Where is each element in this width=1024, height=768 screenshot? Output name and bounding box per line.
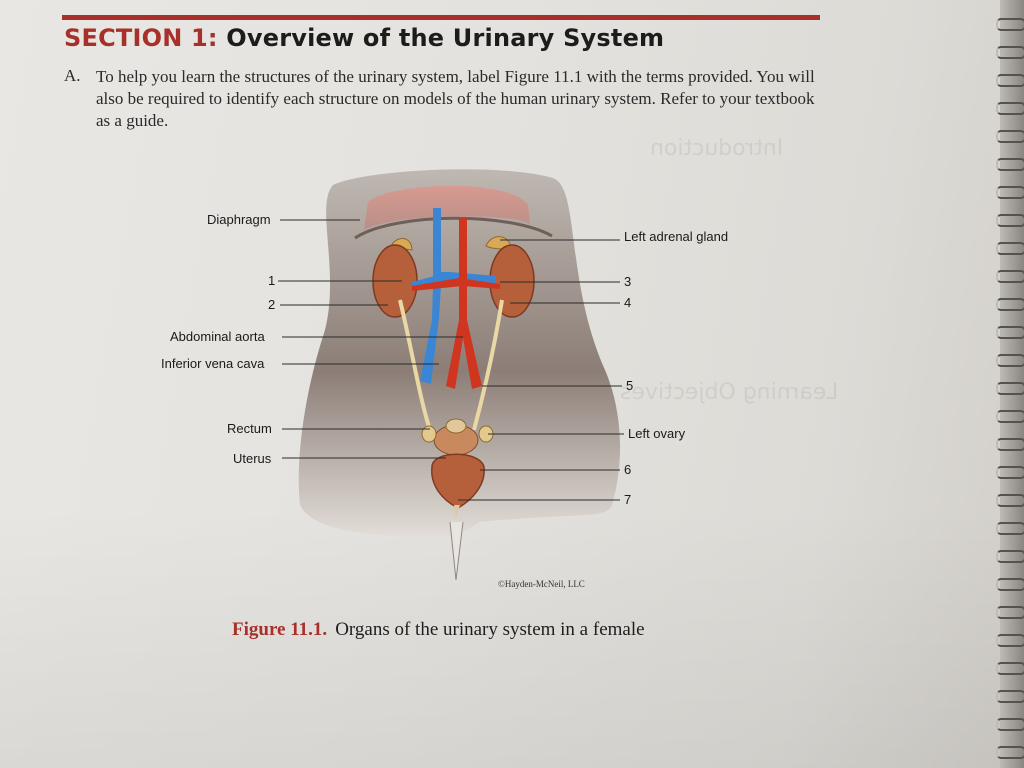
label-inferior-vena-cava: Inferior vena cava	[161, 356, 265, 371]
diaphragm-line	[354, 216, 553, 240]
section-rule	[62, 15, 820, 20]
label-blank-3: 3	[624, 274, 632, 289]
binding-coil	[996, 186, 1024, 199]
section-title: Overview of the Urinary System	[226, 24, 665, 52]
figure-caption: Figure 11.1. Organs of the urinary system…	[232, 619, 645, 641]
left-kidney	[489, 244, 535, 318]
binding-coil	[996, 410, 1024, 423]
binding-coil	[996, 634, 1024, 647]
binding-coil	[996, 74, 1024, 87]
binding-coil	[996, 606, 1024, 619]
left-ureter	[472, 299, 504, 431]
label-diaphragm: Diaphragm	[207, 212, 271, 227]
right-ureter	[398, 299, 432, 431]
binding-coil	[996, 242, 1024, 255]
label-left-ovary: Left ovary	[628, 426, 686, 441]
binding-coil	[996, 718, 1024, 731]
binding-coil	[996, 382, 1024, 395]
urethra	[454, 505, 460, 518]
page-shadow	[0, 508, 1000, 768]
binding-coil	[996, 550, 1024, 563]
binding-coil	[996, 438, 1024, 451]
binding-coil	[996, 18, 1024, 31]
figure-copyright: ©Hayden-McNeil, LLC	[498, 579, 585, 589]
label-uterus: Uterus	[233, 451, 272, 466]
binding-coil	[996, 46, 1024, 59]
urinary-system-figure: Diaphragm Left adrenal gland 1 2 3 4 Abd…	[150, 160, 860, 600]
figure-number: Figure 11.1.	[232, 619, 328, 640]
binding-coil	[996, 662, 1024, 675]
label-blank-1: 1	[268, 273, 276, 288]
label-rectum: Rectum	[227, 421, 272, 436]
bleed-through-text: Introduction	[650, 136, 784, 161]
instruction-letter: A.	[64, 66, 81, 85]
label-blank-5: 5	[626, 378, 634, 393]
binding-coil	[996, 746, 1024, 759]
spiral-binding	[996, 0, 1024, 768]
inferior-vena-cava	[420, 208, 450, 384]
abdominal-aorta	[446, 218, 482, 389]
instruction-text: To help you learn the structures of the …	[96, 67, 815, 130]
binding-coil	[996, 130, 1024, 143]
label-blank-4: 4	[624, 295, 632, 310]
uterine-fundus	[445, 418, 467, 434]
binding-coil	[996, 690, 1024, 703]
thorax-cavity	[364, 185, 530, 230]
binding-coil	[996, 298, 1024, 311]
binding-coil	[996, 102, 1024, 115]
binding-coil	[996, 270, 1024, 283]
label-blank-7: 7	[624, 492, 632, 507]
binding-coil	[996, 578, 1024, 591]
leg-gap	[449, 521, 464, 581]
right-ovary	[421, 425, 437, 443]
label-blank-2: 2	[268, 297, 276, 312]
label-left-adrenal-gland: Left adrenal gland	[624, 229, 729, 244]
binding-coil	[996, 158, 1024, 171]
urinary-system-illustration	[278, 169, 624, 581]
textbook-page: Introduction Learning Objectives SECTION…	[0, 0, 1000, 768]
label-blank-6: 6	[624, 462, 632, 477]
binding-coil	[996, 326, 1024, 339]
section-heading: SECTION 1: Overview of the Urinary Syste…	[64, 24, 664, 52]
binding-coil	[996, 354, 1024, 367]
urinary-bladder	[431, 453, 485, 509]
renal-arteries	[412, 278, 500, 291]
figure-caption-text: Organs of the urinary system in a female	[335, 619, 645, 640]
binding-coil	[996, 214, 1024, 227]
binding-coil	[996, 522, 1024, 535]
label-abdominal-aorta: Abdominal aorta	[170, 329, 265, 344]
binding-coil	[996, 494, 1024, 507]
binding-coil	[996, 466, 1024, 479]
section-number: SECTION 1:	[64, 24, 218, 52]
